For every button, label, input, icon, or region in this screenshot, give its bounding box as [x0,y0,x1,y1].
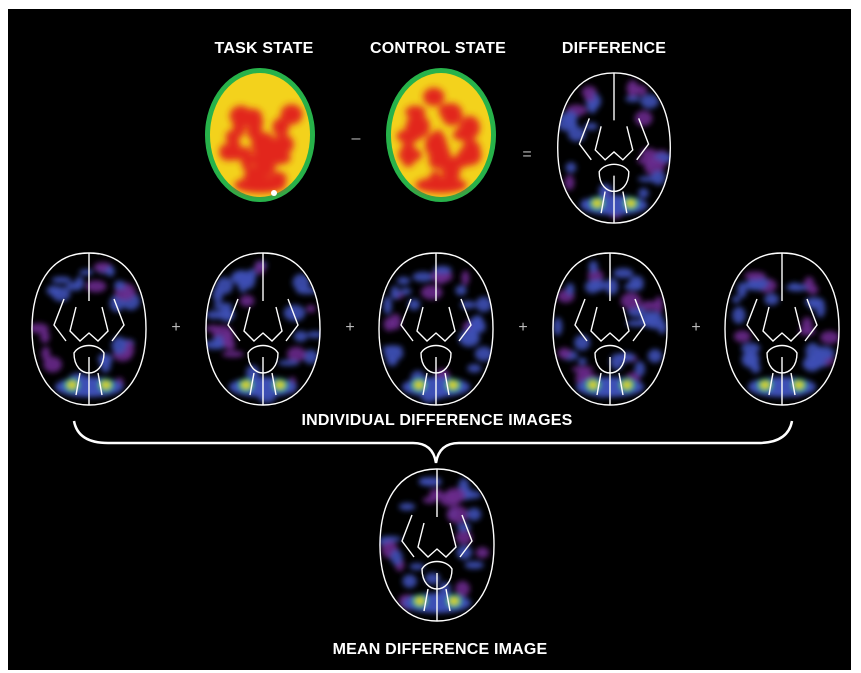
individual-difference-scan [549,249,671,409]
label-mean-difference-image: MEAN DIFFERENCE IMAGE [333,641,548,659]
plus-operator: + [518,319,527,337]
plus-operator: + [691,319,700,337]
figure-panel: TASK STATE CONTROL STATE DIFFERENCE – = … [8,9,851,670]
grouping-brace [68,419,798,467]
difference-scan [553,69,675,227]
label-difference: DIFFERENCE [562,40,666,58]
plus-operator: + [171,319,180,337]
individual-difference-scan [202,249,324,409]
label-task-state: TASK STATE [215,40,314,58]
individual-difference-scan [28,249,150,409]
label-control-state: CONTROL STATE [370,40,506,58]
individual-difference-scan [375,249,497,409]
equals-operator: = [522,146,531,164]
mean-difference-scan [376,465,498,625]
individual-difference-scan [721,249,843,409]
minus-operator: – [352,130,361,148]
task-state-scan [204,67,316,203]
control-state-scan [385,67,497,203]
plus-operator: + [345,319,354,337]
